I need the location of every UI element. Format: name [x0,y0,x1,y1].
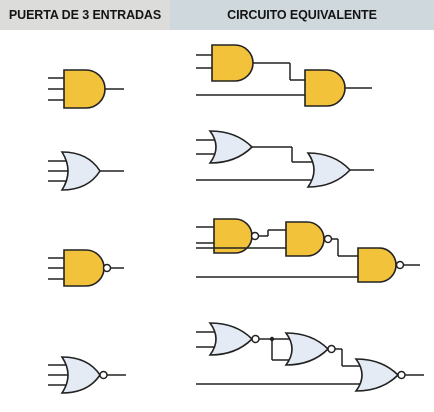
and-cascade-circuit [196,44,372,107]
header-three-input-gate: PUERTA DE 3 ENTRADAS [0,0,170,30]
nand-equivalent-circuit [196,218,420,283]
and-3-input-gate [48,69,124,109]
three-input-gates-column [0,0,170,412]
nor-3-input-gate [48,356,126,394]
nand-3-input-gate [48,249,124,287]
or-3-input-gate [48,151,124,191]
nor-equivalent-circuit [196,322,424,392]
or-cascade-circuit [196,130,374,188]
header-equivalent-circuit: CIRCUITO EQUIVALENTE [170,0,434,30]
